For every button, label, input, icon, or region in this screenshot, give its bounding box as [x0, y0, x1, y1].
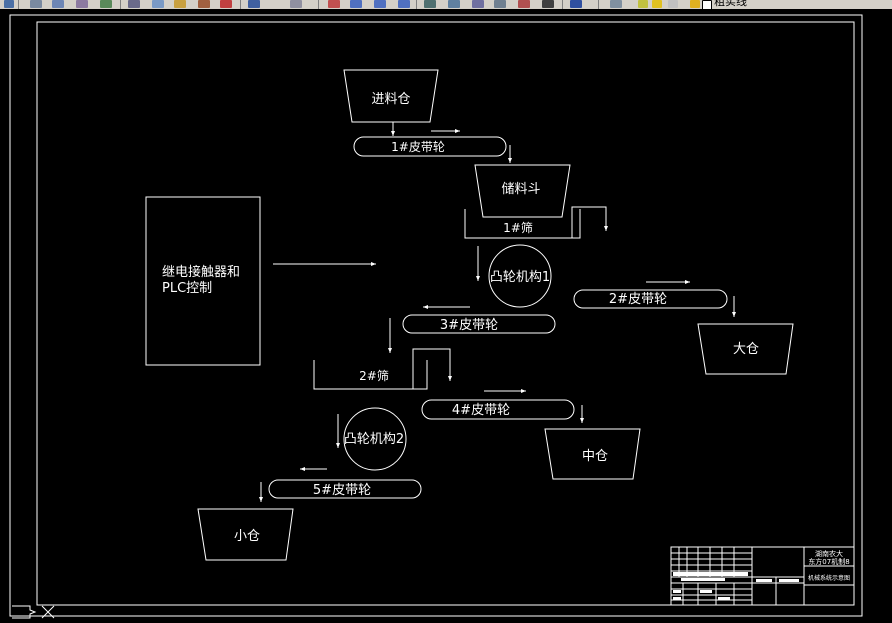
screen1-label: 1#筛: [503, 220, 533, 235]
belt3-label: 3#皮带轮: [440, 318, 498, 333]
large-bin-label: 大仓: [733, 342, 759, 357]
properties-icon[interactable]: [424, 0, 436, 8]
belt5-shape: [268, 479, 422, 499]
belt2-label: 2#皮带轮: [609, 292, 667, 307]
layer-color-icon[interactable]: [668, 0, 678, 8]
tool-palettes-icon[interactable]: [472, 0, 484, 8]
toolbar-separator: [318, 0, 319, 9]
publish-icon[interactable]: [76, 0, 88, 8]
feed-bin-shape: [343, 69, 439, 123]
toolbar-separator: [416, 0, 417, 9]
toolbar-separator: [18, 0, 19, 9]
toolbar-separator: [120, 0, 121, 9]
title-block: [670, 546, 855, 606]
ucs-icon: [12, 605, 55, 619]
block-editor-icon[interactable]: [220, 0, 232, 8]
zoom-realtime-icon[interactable]: [350, 0, 362, 8]
toolbar-separator: [598, 0, 599, 9]
belt2-shape: [573, 289, 728, 309]
medium-bin-shape: [544, 428, 641, 480]
calculator-icon[interactable]: [542, 0, 554, 8]
layer-swatch-icon: [702, 0, 712, 9]
cam2-shape: [343, 407, 407, 471]
pan-icon[interactable]: [328, 0, 340, 8]
screen2-label: 2#筛: [359, 368, 389, 383]
help-icon[interactable]: [570, 0, 582, 8]
cam1-label: 凸轮机构1: [490, 270, 550, 285]
cam2-label: 凸轮机构2: [344, 432, 404, 447]
zoom-previous-icon[interactable]: [398, 0, 410, 8]
belt4-label: 4#皮带轮: [452, 403, 510, 418]
zoom-window-icon[interactable]: [374, 0, 386, 8]
toolbar-separator: [562, 0, 563, 9]
drawing-canvas[interactable]: 继电接触器和 PLC控制 进料仓 1#皮带轮 储料斗 1#筛 凸轮机构1 2#皮…: [0, 9, 892, 623]
medium-bin-label: 中仓: [582, 449, 608, 464]
screen1-oversize-path: [571, 206, 608, 238]
belt4-shape: [421, 399, 575, 420]
small-bin-label: 小仓: [234, 529, 260, 544]
belt5-label: 5#皮带轮: [313, 483, 371, 498]
plot-icon[interactable]: [100, 0, 112, 8]
inner-frame: [36, 21, 855, 606]
screen2-oversize-path: [412, 348, 452, 389]
match-properties-icon[interactable]: [198, 0, 210, 8]
belt1-label: 1#皮带轮: [391, 140, 445, 154]
toolbar-separator: [240, 0, 241, 9]
cut-icon[interactable]: [128, 0, 140, 8]
paste-icon[interactable]: [174, 0, 186, 8]
undo-icon[interactable]: [248, 0, 260, 8]
relay-plc-label-line1: 继电接触器和: [162, 264, 240, 280]
storage-hopper-shape: [474, 164, 571, 218]
small-bin-shape: [197, 508, 294, 561]
title-block-drawing-name: 机械系统示意图: [808, 574, 850, 582]
design-center-icon[interactable]: [448, 0, 460, 8]
layer-state-icon[interactable]: [638, 0, 648, 8]
layer-lock-icon[interactable]: [690, 0, 700, 8]
feed-bin-label: 进料仓: [371, 92, 410, 107]
screen2-shape: [313, 360, 428, 390]
copy-icon[interactable]: [152, 0, 164, 8]
layer-name-label[interactable]: 粗实线: [714, 0, 747, 8]
cam1-shape: [488, 244, 552, 308]
preview-icon[interactable]: [52, 0, 64, 8]
title-block-school-line2: 东方07机制8: [808, 557, 849, 566]
layer-freeze-icon[interactable]: [652, 0, 662, 8]
relay-plc-box: [145, 196, 261, 366]
relay-plc-label-line2: PLC控制: [162, 281, 212, 296]
storage-hopper-label: 储料斗: [501, 182, 540, 197]
print-icon[interactable]: [30, 0, 42, 8]
screen1-shape: [464, 209, 581, 239]
belt3-shape: [402, 314, 556, 334]
large-bin-shape: [697, 323, 794, 375]
markup-icon[interactable]: [518, 0, 530, 8]
outer-frame: [9, 14, 863, 617]
belt1-shape: [353, 136, 507, 157]
layers-icon[interactable]: [610, 0, 622, 8]
sheet-set-icon[interactable]: [494, 0, 506, 8]
redo-icon[interactable]: [290, 0, 302, 8]
save-icon[interactable]: [4, 0, 14, 8]
title-block-school-line1: 湖南农大: [815, 549, 843, 558]
